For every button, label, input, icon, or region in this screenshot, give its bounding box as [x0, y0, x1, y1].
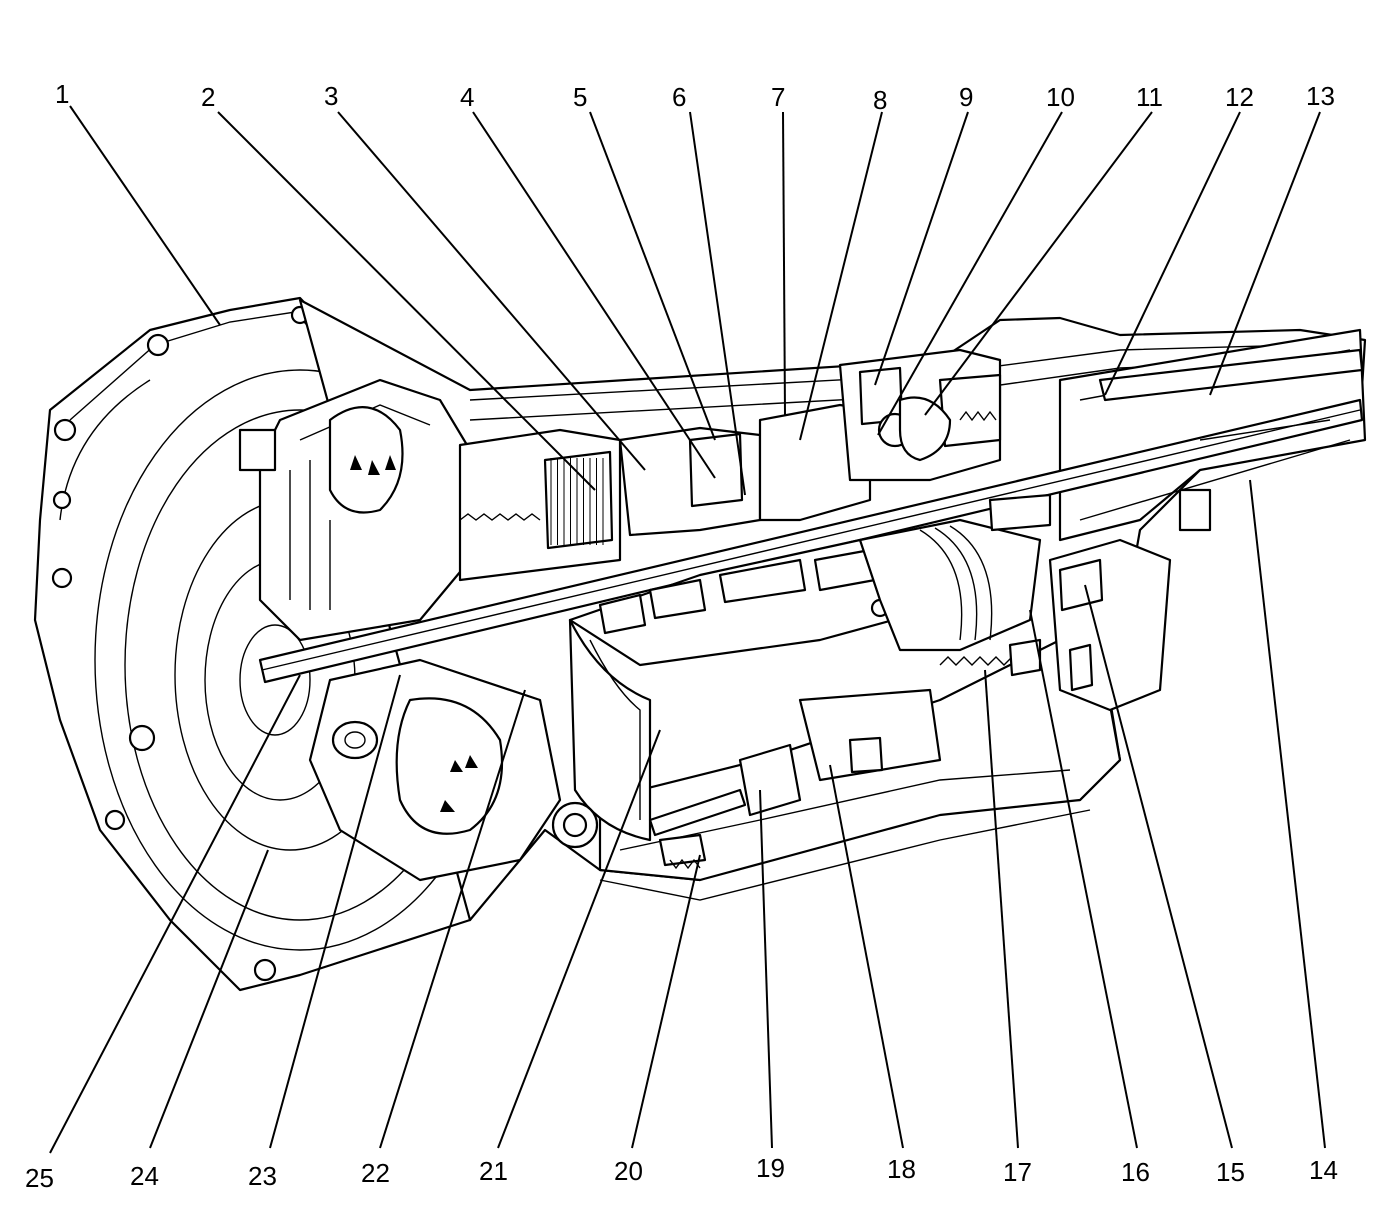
callout-16: 16	[1121, 1157, 1150, 1187]
callout-6: 6	[672, 82, 686, 112]
callout-20: 20	[614, 1156, 643, 1186]
callout-8: 8	[873, 85, 887, 115]
callout-numbers-top: 1 2 3 4 5 6 7 8 9 10 11 12 13	[55, 79, 1335, 115]
callout-3: 3	[324, 81, 338, 111]
callout-5: 5	[573, 82, 587, 112]
callout-24: 24	[130, 1161, 159, 1191]
callout-19: 19	[756, 1153, 785, 1183]
leader-lines	[49, 105, 1326, 1154]
callout-4: 4	[460, 82, 474, 112]
callout-18: 18	[887, 1154, 916, 1184]
callout-15: 15	[1216, 1157, 1245, 1187]
callout-9: 9	[959, 82, 973, 112]
callout-numbers-bottom: 25 24 23 22 21 20 19 18 17 16 15 14	[25, 1153, 1338, 1193]
valve-body	[568, 493, 1052, 842]
callout-13: 13	[1306, 81, 1335, 111]
callout-14: 14	[1309, 1155, 1338, 1185]
front-internals	[238, 378, 562, 882]
callout-1: 1	[55, 79, 69, 109]
callout-17: 17	[1003, 1157, 1032, 1187]
clutch-packs-upper	[458, 348, 1002, 582]
callout-7: 7	[771, 82, 785, 112]
callout-11: 11	[1136, 82, 1163, 112]
callout-10: 10	[1046, 82, 1075, 112]
main-shaft	[258, 348, 1364, 684]
callout-12: 12	[1225, 82, 1254, 112]
callout-25: 25	[25, 1163, 54, 1193]
lower-parts	[551, 538, 1172, 870]
callout-2: 2	[201, 82, 215, 112]
callout-21: 21	[479, 1156, 508, 1186]
callout-22: 22	[361, 1158, 390, 1188]
callout-23: 23	[248, 1161, 277, 1191]
